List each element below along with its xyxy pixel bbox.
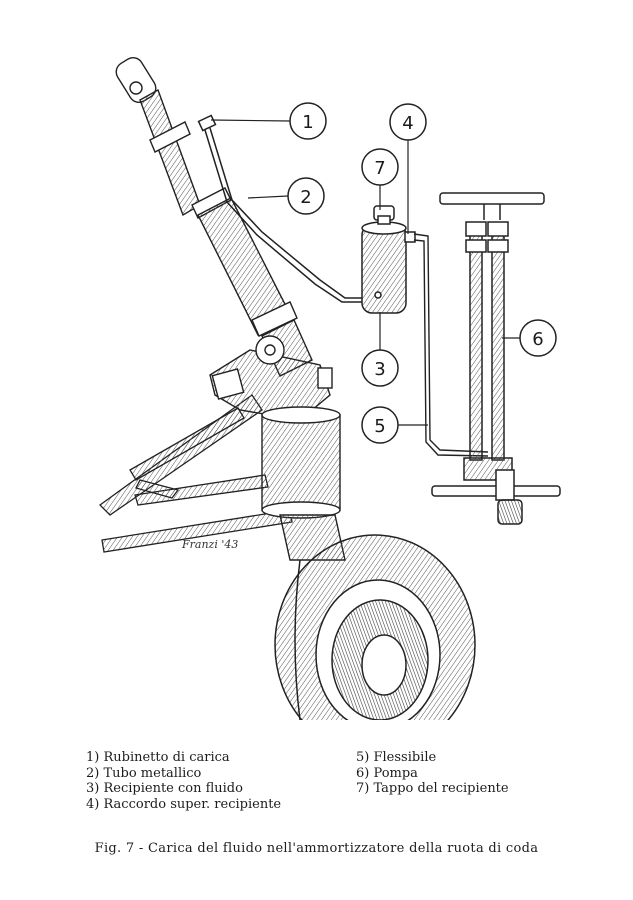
callout-3-label: 3	[374, 359, 385, 380]
callout-2: 2	[287, 177, 325, 215]
callout-5: 5	[361, 406, 399, 444]
charging-tube	[197, 114, 362, 303]
legend-item: 5) Flessibile	[356, 750, 437, 765]
callout-6: 6	[519, 319, 557, 357]
technical-illustration: 1 2 3 4 5 6 7 Franzi '43	[99, 57, 561, 735]
legend-item: 7) Tappo del recipiente	[356, 781, 509, 796]
legend-item: 6) Pompa	[356, 765, 418, 781]
tail-wheel	[250, 534, 510, 735]
pump	[431, 192, 561, 525]
callout-4-label: 4	[402, 113, 413, 134]
legend-item: 3) Recipiente con fluido	[86, 781, 243, 796]
callout-3: 3	[361, 349, 399, 387]
callout-7-label: 7	[374, 158, 385, 179]
legend-column-left: 1) Rubinetto di carica 2) Tubo metallico…	[86, 750, 281, 812]
fluid-container	[361, 205, 416, 314]
callout-1-label: 1	[302, 112, 313, 133]
legend-column-right: 5) Flessibile 6) Pompa 7) Tappo del reci…	[356, 750, 509, 797]
callout-5-label: 5	[374, 416, 385, 437]
legend-item: 4) Raccordo super. recipiente	[86, 796, 282, 812]
callout-7: 7	[361, 148, 399, 186]
shock-absorber-strut	[115, 57, 313, 377]
callout-1: 1	[289, 102, 327, 140]
callout-2-label: 2	[300, 187, 311, 208]
flexible-hose	[413, 233, 489, 457]
legend-item: 2) Tubo metallico	[86, 765, 202, 781]
callout-4: 4	[389, 103, 427, 141]
figure-caption: Fig. 7 - Carica del fluido nell'ammortiz…	[94, 841, 539, 856]
leader-lines	[210, 119, 520, 426]
legend-item: 1) Rubinetto di carica	[86, 750, 230, 765]
artist-signature: Franzi '43	[181, 538, 238, 551]
frame-struts	[99, 394, 293, 553]
callout-6-label: 6	[532, 329, 543, 350]
